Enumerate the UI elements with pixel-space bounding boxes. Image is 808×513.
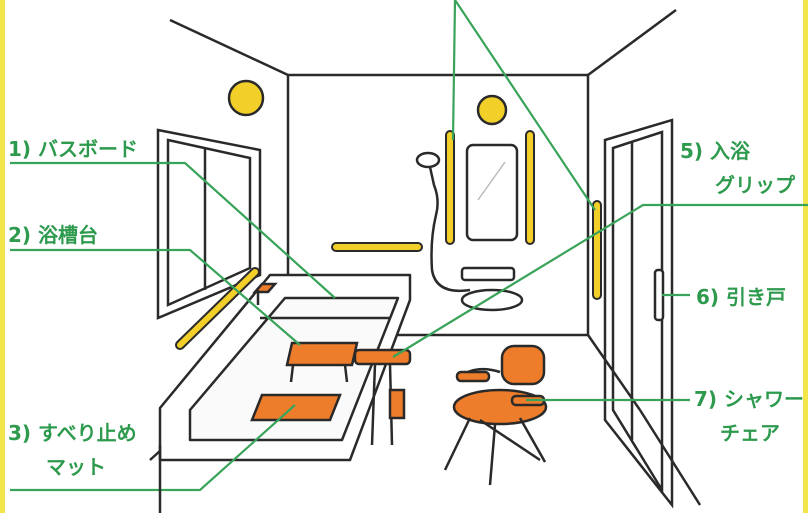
label-shower-chair-line1: 7) シャワー bbox=[694, 386, 804, 412]
label-bath-platform: 2) 浴槽台 bbox=[8, 222, 98, 248]
label-shower-chair-line2: チェア bbox=[720, 420, 780, 446]
label-sliding-door: 6) 引き戸 bbox=[696, 284, 786, 310]
label-bath-board: 1) バスボード bbox=[8, 136, 138, 162]
ceiling-lamp-center bbox=[478, 96, 506, 124]
leader-handrail-center bbox=[453, 0, 455, 140]
label-bath-grip-line1: 5) 入浴 bbox=[680, 138, 750, 164]
label-bath-grip-line2: グリップ bbox=[715, 172, 795, 198]
shower-chair bbox=[445, 346, 546, 485]
label-anti-slip-mat-line2: マット bbox=[46, 454, 106, 480]
label-anti-slip-mat-line1: 3) すべり止め bbox=[8, 420, 137, 446]
mirror bbox=[467, 145, 517, 240]
ceiling-lamp-left bbox=[229, 81, 263, 115]
sliding-door bbox=[605, 120, 672, 505]
anti-slip-mat bbox=[252, 395, 340, 420]
window bbox=[158, 130, 260, 318]
